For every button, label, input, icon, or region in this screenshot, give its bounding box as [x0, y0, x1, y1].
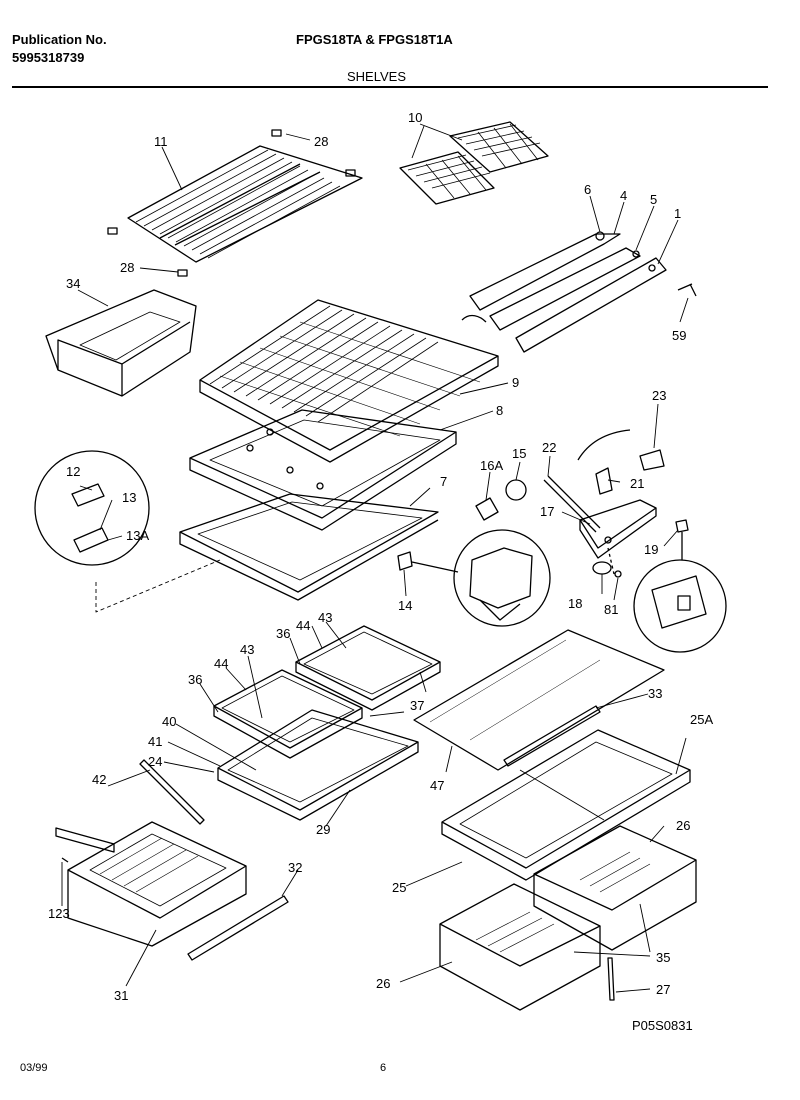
callout-label: 28 [314, 134, 328, 149]
callout-label: 12 [66, 464, 80, 479]
cover-shelf [199, 299, 499, 463]
section-title: SHELVES [347, 69, 407, 84]
callout-label: 4 [620, 188, 627, 203]
callout-label: 31 [114, 988, 128, 1003]
shelf-clips [107, 129, 356, 277]
callout-label: 24 [148, 754, 162, 769]
callout-label: 26 [676, 818, 690, 833]
lower-cover [179, 493, 439, 601]
callout-label: 36 [276, 626, 290, 641]
callout-label: 37 [410, 698, 424, 713]
callout-label: 6 [584, 182, 591, 197]
callout-label: 10 [408, 110, 422, 125]
callout-label: 9 [512, 375, 519, 390]
callout-label: 25 [392, 880, 406, 895]
glass-shelf-upper-left [213, 669, 363, 759]
callout-label: 47 [430, 778, 444, 793]
callout-label: 5 [650, 192, 657, 207]
callout-label: 44 [296, 618, 310, 633]
callout-label: 19 [644, 542, 658, 557]
deli-drawer [45, 289, 197, 397]
callout-label: 42 [92, 772, 106, 787]
callout-label: 34 [66, 276, 80, 291]
damper-detail [397, 529, 551, 627]
callout-label: 18 [568, 596, 582, 611]
callout-label: 1 [674, 206, 681, 221]
crisper-drawer-left [61, 821, 247, 947]
callout-label: 28 [120, 260, 134, 275]
callout-label: 27 [656, 982, 670, 997]
ice-trays [399, 121, 549, 205]
crisper-drawer-lower [439, 883, 601, 1011]
callout-label: 21 [630, 476, 644, 491]
glass-shelf-upper-right [295, 625, 441, 711]
callout-label: 29 [316, 822, 330, 837]
callout-label: 59 [672, 328, 686, 343]
crisper-cover-frame [441, 729, 691, 881]
crisper-frame [189, 409, 457, 531]
screw [607, 957, 615, 1001]
model-numbers: FPGS18TA & FPGS18T1A [296, 32, 453, 47]
callout-label: 14 [398, 598, 412, 613]
callout-label: 17 [540, 504, 554, 519]
trim-strip [503, 705, 601, 767]
glass-shelf-lower [217, 709, 419, 821]
callout-label: 25A [690, 712, 713, 727]
diagram-code: P05S0831 [632, 1018, 693, 1033]
callout-label: 41 [148, 734, 162, 749]
callout-label: 8 [496, 403, 503, 418]
crisper-glass-top [413, 629, 665, 771]
callout-label: 36 [188, 672, 202, 687]
callout-label: 13A [126, 528, 149, 543]
callout-label: 13 [122, 490, 136, 505]
callout-label: 44 [214, 656, 228, 671]
callout-labels: 11 28 10 6 4 5 1 59 28 34 9 8 23 22 15 1… [48, 110, 713, 1033]
detail-circle-bins [34, 450, 221, 613]
drawer-rail-left [55, 759, 289, 961]
page-number: 6 [380, 1062, 387, 1074]
callout-label: 22 [542, 440, 556, 455]
publication-number: 5995318739 [12, 50, 85, 65]
footer-date: 03/99 [20, 1062, 48, 1074]
light-assembly [543, 429, 665, 575]
publication-label: Publication No. [12, 32, 107, 47]
shelf-rails [461, 231, 697, 353]
crisper-drawer-right [533, 825, 697, 951]
callout-label: 81 [604, 602, 618, 617]
callout-label: 43 [318, 610, 332, 625]
callout-label: 11 [154, 134, 168, 149]
callout-label: 7 [440, 474, 447, 489]
control-knob [592, 561, 622, 578]
wire-shelf-part [127, 145, 363, 263]
callout-label: 16A [480, 458, 503, 473]
callout-label: 40 [162, 714, 176, 729]
callout-label: 26 [376, 976, 390, 991]
callout-label: 23 [652, 388, 666, 403]
callout-label: 33 [648, 686, 662, 701]
callout-label: 32 [288, 860, 302, 875]
callout-leaders [61, 123, 689, 993]
callout-label: 123 [48, 906, 70, 921]
callout-label: 15 [512, 446, 526, 461]
control-detail [633, 519, 727, 653]
callout-label: 35 [656, 950, 670, 965]
callout-label: 43 [240, 642, 254, 657]
bulb-and-socket [475, 479, 527, 521]
header-rule [12, 86, 768, 88]
